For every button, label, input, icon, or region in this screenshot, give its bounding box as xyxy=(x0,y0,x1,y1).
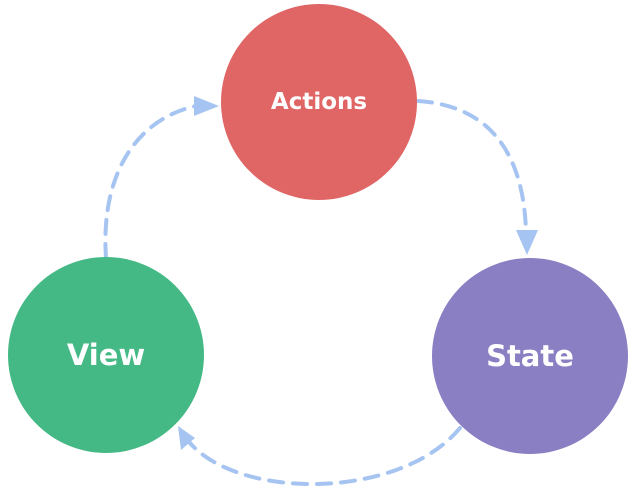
actions-circle xyxy=(221,4,417,200)
node-actions: Actions xyxy=(221,4,417,200)
node-view: View xyxy=(8,257,204,453)
arrow-actions-to-state xyxy=(416,99,528,234)
arrowhead-actions xyxy=(194,96,219,116)
state-label: State xyxy=(486,339,574,373)
arrowhead-view xyxy=(178,426,195,450)
view-circle xyxy=(8,257,204,453)
edges xyxy=(103,96,538,487)
arrow-state-to-view xyxy=(188,426,462,487)
arrowhead-state xyxy=(516,230,538,255)
view-label: View xyxy=(67,338,145,372)
node-state: State xyxy=(432,258,628,454)
actions-label: Actions xyxy=(271,89,367,115)
state-circle xyxy=(432,258,628,454)
arrow-view-to-actions xyxy=(103,104,198,260)
